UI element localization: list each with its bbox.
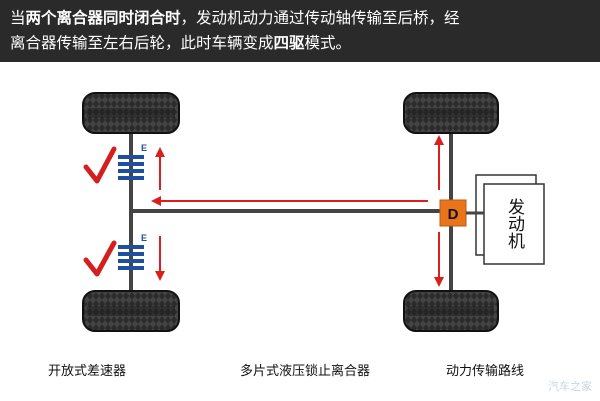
legend-arrow-label: 动力传输路线 [446,364,525,379]
check-icon [83,240,117,277]
tire-front-right [403,290,499,332]
clutch-top-label: E [141,143,147,153]
clutch-bottom: E [118,233,147,270]
engine-block: 发动机 [466,174,545,265]
banner-line-2: 离合器传输至左右后轮，此时车辆变成四驱模式。 [10,31,590,56]
tire-front-left [403,92,499,134]
check-icon [83,146,117,184]
open-differential: D [439,199,467,227]
banner-highlight: 两个离合器同时闭合时 [25,9,181,27]
drivetrain-diagram: E E D 发动机 D E [82,92,545,332]
clutch-top: E [118,143,147,180]
legend-diff-label: 开放式差速器 [48,364,127,379]
banner-text: 离合器传输至左右后轮，此时车辆变成 [10,34,274,52]
tire-rear-left [82,92,180,134]
banner-highlight: 四驱 [273,34,305,52]
watermark: 汽车之家 [548,380,592,393]
clutch-bottom-label: E [141,233,147,243]
banner-text: 模式。 [304,34,352,52]
banner-line-1: 当两个离合器同时闭合时，发动机动力通过传动轴传输至后桥，经 [10,6,590,31]
legend-clutch-label: 多片式液压锁止离合器 [240,364,371,379]
banner-text: 当 [10,9,26,27]
header-banner: 当两个离合器同时闭合时，发动机动力通过传动轴传输至后桥，经 离合器传输至左右后轮… [0,0,600,62]
tire-rear-right [82,290,180,332]
diff-letter: D [448,206,459,223]
engine-label: 发动机 [504,198,525,249]
banner-text: ，发动机动力通过传动轴传输至后桥，经 [180,9,460,27]
